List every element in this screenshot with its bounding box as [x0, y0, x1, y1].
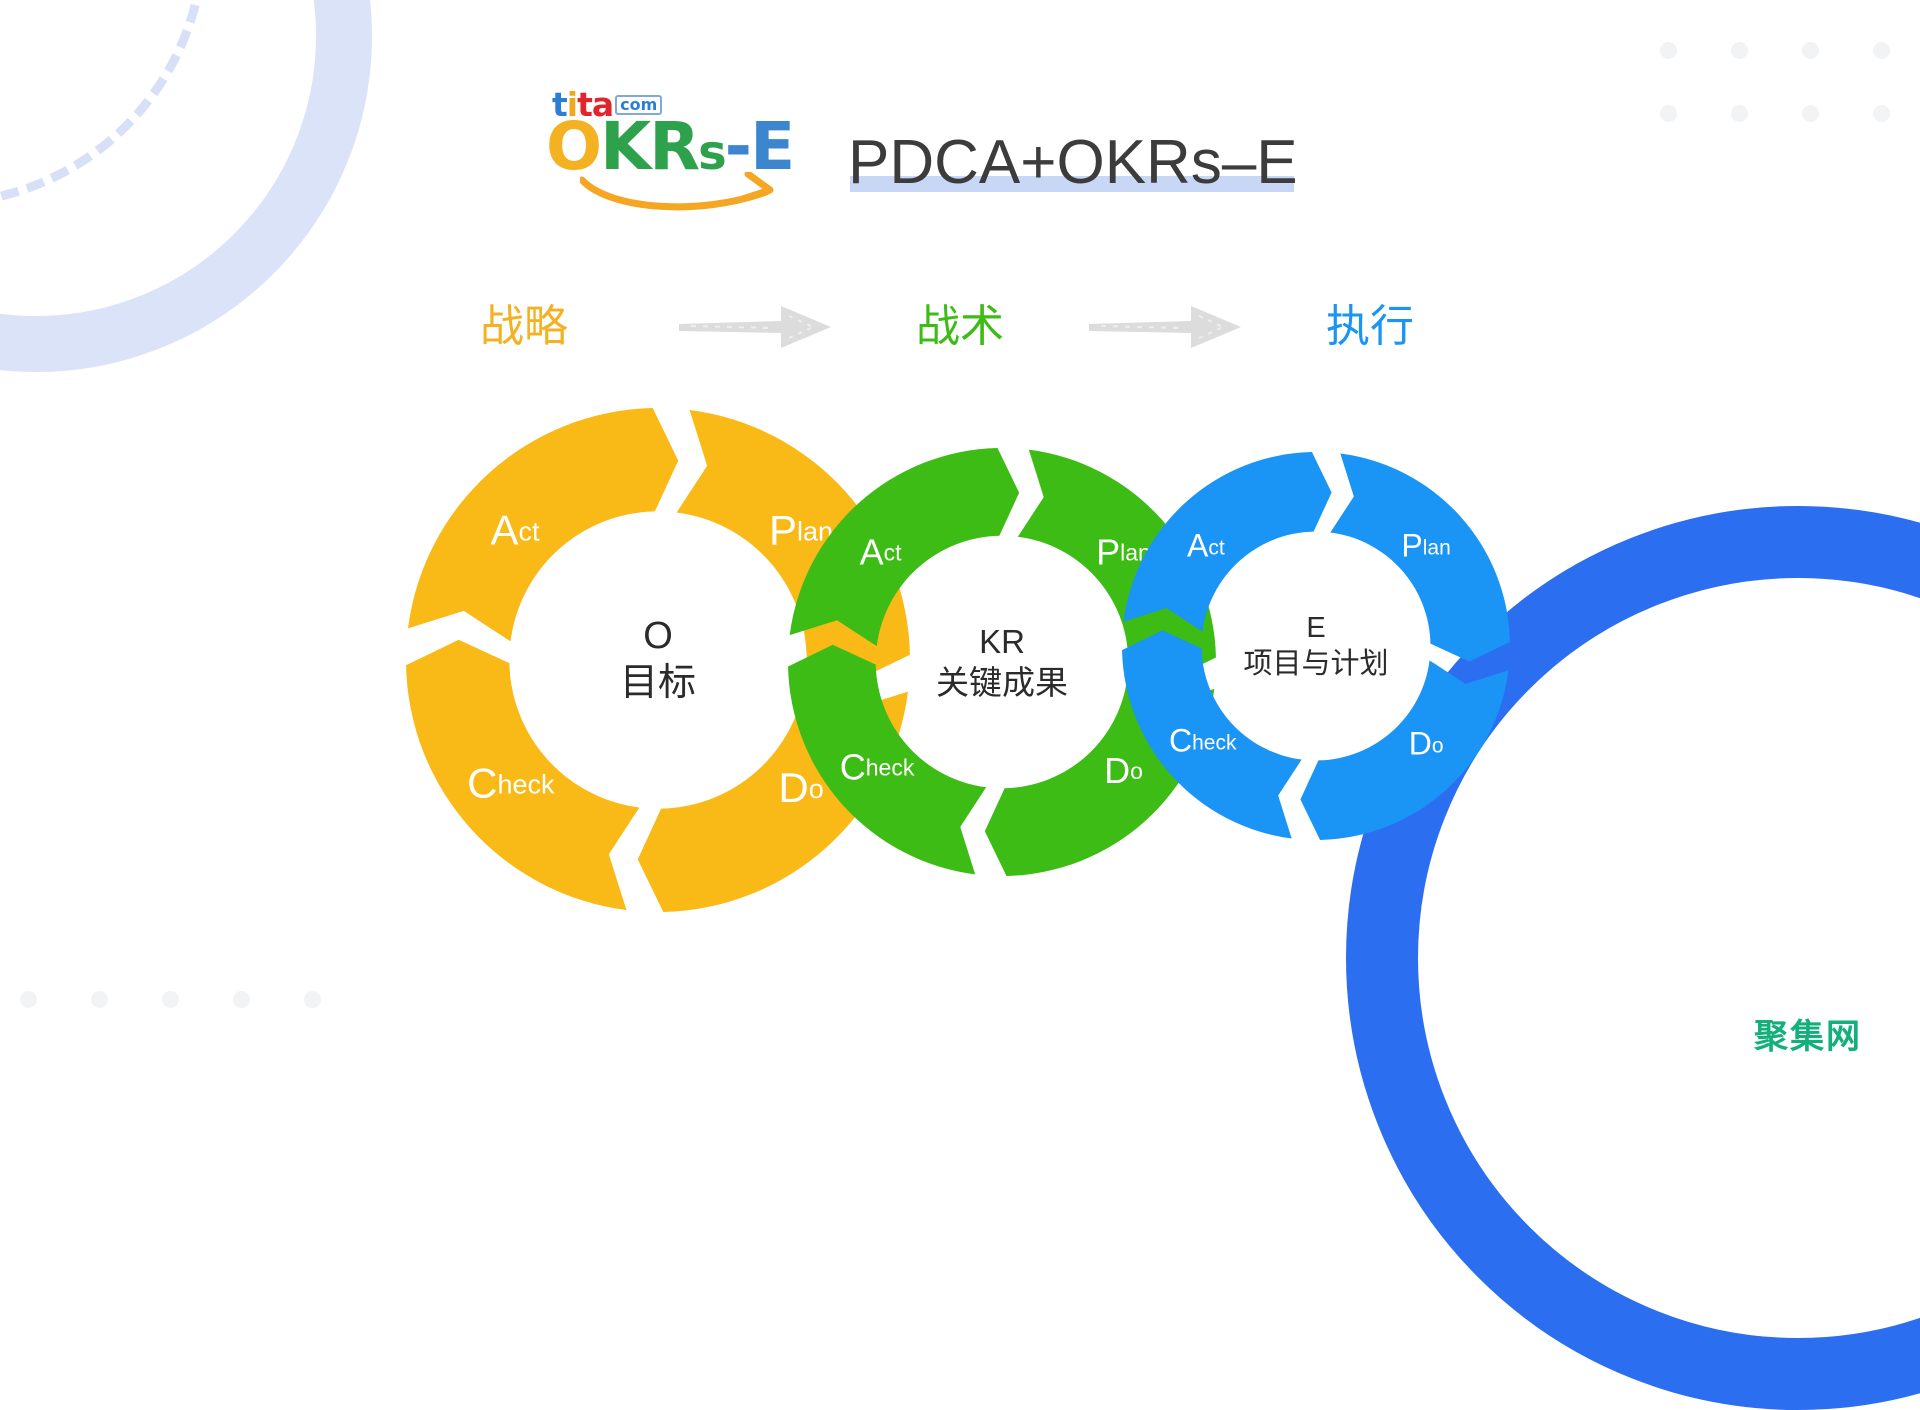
stage-label-execution: 执行	[1326, 302, 1414, 351]
pdca-segment-key-result-check[interactable]	[788, 644, 987, 875]
pdca-segment-label-execution-check: Check	[1169, 723, 1237, 759]
page-title-wrap: PDCA+OKRs–E	[848, 132, 1298, 198]
pdca-segment-objective-check[interactable]	[406, 639, 640, 911]
pdca-segment-label-key-result-do: Do	[1104, 750, 1143, 791]
page-title: PDCA+OKRs–E	[848, 128, 1298, 197]
okrs-letter-o: O	[546, 108, 602, 185]
okrs-letters-kr: KR	[600, 108, 700, 185]
pdca-segment-label-execution-act: Act	[1187, 528, 1225, 564]
tita-letters-ta: ta	[577, 85, 614, 124]
pdca-segment-execution-check[interactable]	[1122, 630, 1302, 839]
swoosh-arrow-icon	[580, 172, 774, 211]
site-watermark: 聚集网	[1754, 1017, 1862, 1057]
okrs-dash: -	[724, 108, 752, 185]
tita-letter-t: t	[552, 85, 568, 124]
arrow-right-icon	[1089, 306, 1241, 348]
arrow-right-icon	[679, 306, 831, 348]
stage-arrow-1	[620, 304, 890, 350]
pdca-segment-label-objective-act: Act	[490, 506, 540, 553]
pdca-segment-label-objective-check: Check	[467, 760, 555, 807]
pdca-segment-label-key-result-act: Act	[860, 531, 903, 572]
pdca-segment-label-key-result-check: Check	[840, 746, 915, 787]
tita-letter-i: i	[566, 85, 578, 124]
okrs-letter-s: s	[698, 125, 727, 181]
pdca-segment-objective-act[interactable]	[407, 408, 679, 642]
pdca-segment-key-result-plan[interactable]	[1017, 449, 1216, 680]
stage-flow-row: 战略 战术 执行	[480, 292, 1440, 362]
pdca-segment-label-objective-do: Do	[778, 764, 823, 811]
stage-label-tactics: 战术	[916, 302, 1004, 351]
title-highlight-underline	[850, 176, 1294, 192]
okrs-e-wordmark: OKRs-E	[546, 114, 795, 181]
tita-com-badge: com	[615, 95, 663, 115]
pdca-segment-execution-do[interactable]	[1300, 660, 1509, 840]
pdca-segment-label-key-result-plan: Plan	[1096, 531, 1151, 572]
stage-label-strategy: 战略	[480, 302, 568, 351]
okrs-letter-e: E	[750, 108, 795, 185]
pdca-segment-key-result-act[interactable]	[789, 448, 1020, 647]
stage-arrow-2	[1030, 304, 1300, 350]
pdca-segment-execution-act[interactable]	[1123, 452, 1332, 632]
